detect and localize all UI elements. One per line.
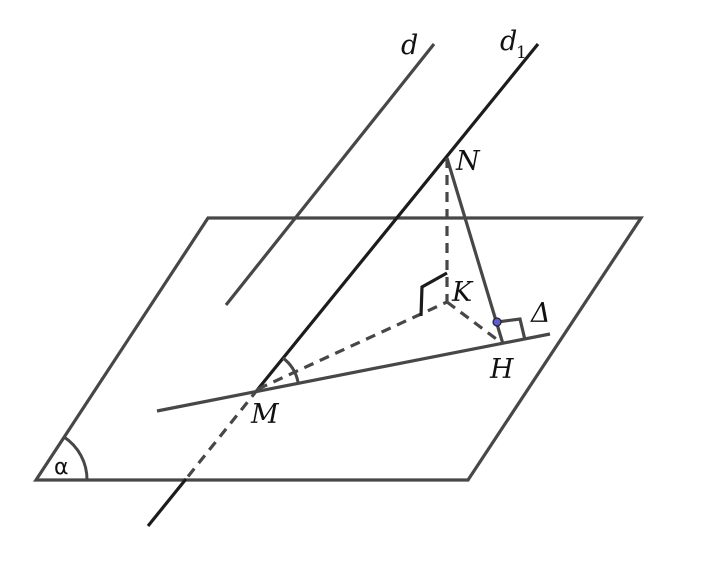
label-d1: d	[500, 26, 517, 57]
label-M: M	[250, 399, 280, 430]
segment-NH	[445, 157, 505, 345]
label-d1-subscript: 1	[516, 43, 527, 63]
label-delta: Δ	[530, 298, 551, 329]
line-d1	[256, 42, 540, 391]
label-K: K	[451, 277, 474, 308]
line-delta	[156, 332, 551, 413]
label-H: H	[489, 354, 514, 385]
point-on-NH	[492, 317, 502, 327]
angle-arc-M	[282, 356, 300, 383]
plane-angle-arc	[63, 435, 89, 481]
label-d: d	[401, 30, 418, 61]
line-d1-lower	[146, 477, 188, 528]
segment-MK	[257, 300, 448, 391]
right-angle-mark-H	[496, 317, 527, 341]
line-d1-hidden	[184, 388, 260, 480]
line-d	[224, 43, 436, 306]
label-N: N	[455, 146, 481, 177]
plane-alpha	[33, 216, 644, 482]
right-angle-mark-K	[419, 271, 448, 317]
label-alpha: α	[54, 455, 69, 480]
segment-KH	[446, 300, 504, 346]
